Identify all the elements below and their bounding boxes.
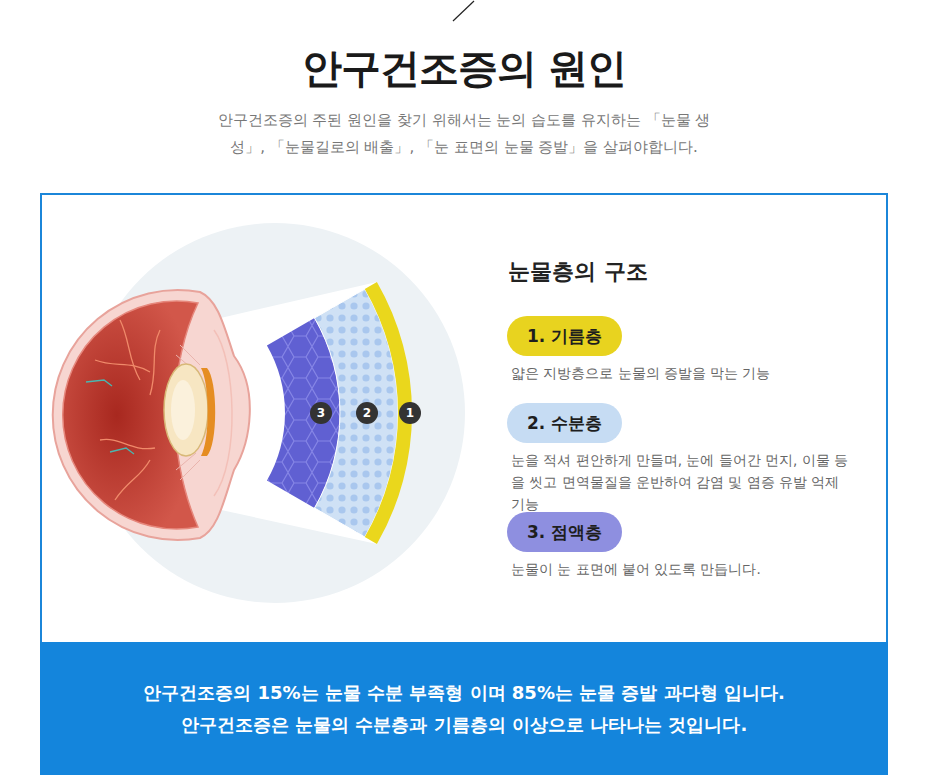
callout-number: 2 [356,402,378,424]
layer-pill: 3. 점액층 [507,512,622,552]
eyeball [53,290,250,540]
layer-label: 2. 수분층눈을 적셔 편안하게 만들며, 눈에 들어간 먼지, 이물 등을 씻… [507,403,852,515]
layer-description: 눈물이 눈 표면에 붙어 있도록 만듭니다. [507,558,852,580]
summary-line: 안구건조증은 눈물의 수분층과 기름층의 이상으로 나타나는 것입니다. [40,709,888,741]
summary-line: 안구건조증의 15%는 눈물 수분 부족형 이며 85%는 눈물 증발 과다형 … [40,677,888,709]
callout-number: 3 [310,402,332,424]
callout-number: 1 [399,402,421,424]
intro-caption: 안구건조증의 주된 원인을 찾기 위해서는 눈의 습도를 유지하는 「눈물 생성… [204,107,724,161]
callout-number: 3 [310,402,332,424]
layer-label: 3. 점액층눈물이 눈 표면에 붙어 있도록 만듭니다. [507,512,852,580]
panel-heading: 눈물층의 구조 [508,257,648,287]
layer-label: 1. 기름층얇은 지방층으로 눈물의 증발을 막는 기능 [507,316,852,384]
page-title: 안구건조증의 원인 [0,40,928,96]
layer-description: 눈을 적셔 편안하게 만들며, 눈에 들어간 먼지, 이물 등을 씻고 면역물질… [507,449,852,515]
callout-number: 2 [356,402,378,424]
layer-pill: 2. 수분층 [507,403,622,443]
callout-number: 1 [399,402,421,424]
layer-description: 얇은 지방층으로 눈물의 증발을 막는 기능 [507,362,852,384]
layer-pill: 1. 기름층 [507,316,622,356]
tear-film-panel: 눈물층의 구조 3 21 1. 기름층얇은 지방층으로 눈물의 증발을 막는 기능 2.… [40,193,888,642]
deco-slash [453,1,474,21]
summary-band: 안구건조증의 15%는 눈물 수분 부족형 이며 85%는 눈물 증발 과다형 … [40,642,888,775]
